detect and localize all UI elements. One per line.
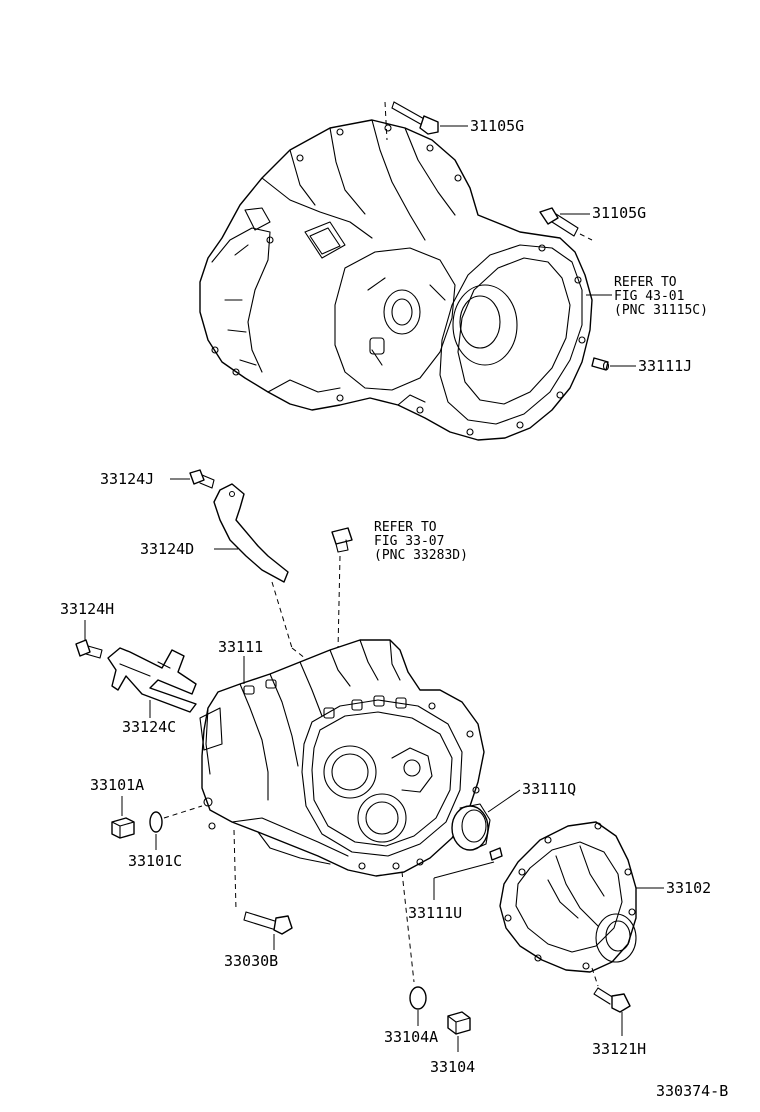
label-33124c: 33124C [122,718,176,736]
bolt-33030b [243,911,293,935]
label-33124d: 33124D [140,540,194,558]
bolt-33124j [189,469,215,489]
refer-43-01-line1: REFER TO [614,275,677,290]
refer-33-07-line1: REFER TO [374,520,437,535]
label-33101a: 33101A [90,776,144,794]
refer-33-07-line3: (PNC 33283D) [374,548,468,563]
label-33111j: 33111J [638,357,692,375]
pin-33111u [489,847,503,861]
label-33124h: 33124H [60,600,114,618]
bolt-31105g-top [384,101,439,141]
refer-33-07-line2: FIG 33-07 [374,534,444,549]
bolt-33124h [75,639,103,659]
label-33030b: 33030B [224,952,278,970]
gasket-33104a [409,986,427,1010]
bolt-33121h [593,987,631,1013]
refer-43-01-line3: (PNC 31115C) [614,303,708,318]
label-33111q: 33111Q [522,780,576,798]
label-33102: 33102 [666,879,711,897]
pin-33111j [591,357,610,371]
label-33111u: 33111U [408,904,462,922]
gasket-33101c [149,811,163,833]
refer-43-01-line2: FIG 43-01 [614,289,684,304]
breather-plug [331,527,353,553]
label-33104: 33104 [430,1058,475,1076]
transaxle-cover-33102 [499,821,637,973]
transaxle-assembly-upper [199,119,593,441]
drain-plug-33101a [111,817,135,839]
label-31105g-top: 31105G [470,117,524,135]
plate-33124d [213,483,289,583]
label-33104a: 33104A [384,1028,438,1046]
bolt-31105g-right [539,207,593,241]
label-33121h: 33121H [592,1040,646,1058]
label-31105g-right: 31105G [592,204,646,222]
bracket-33124c [107,647,197,713]
oil-seal-33111q [451,803,491,851]
transaxle-case-33111 [199,639,485,877]
label-33101c: 33101C [128,852,182,870]
drain-plug-33104 [447,1011,471,1035]
figure-code: 330374-B [656,1082,728,1100]
label-33111: 33111 [218,638,263,656]
label-33124j: 33124J [100,470,154,488]
